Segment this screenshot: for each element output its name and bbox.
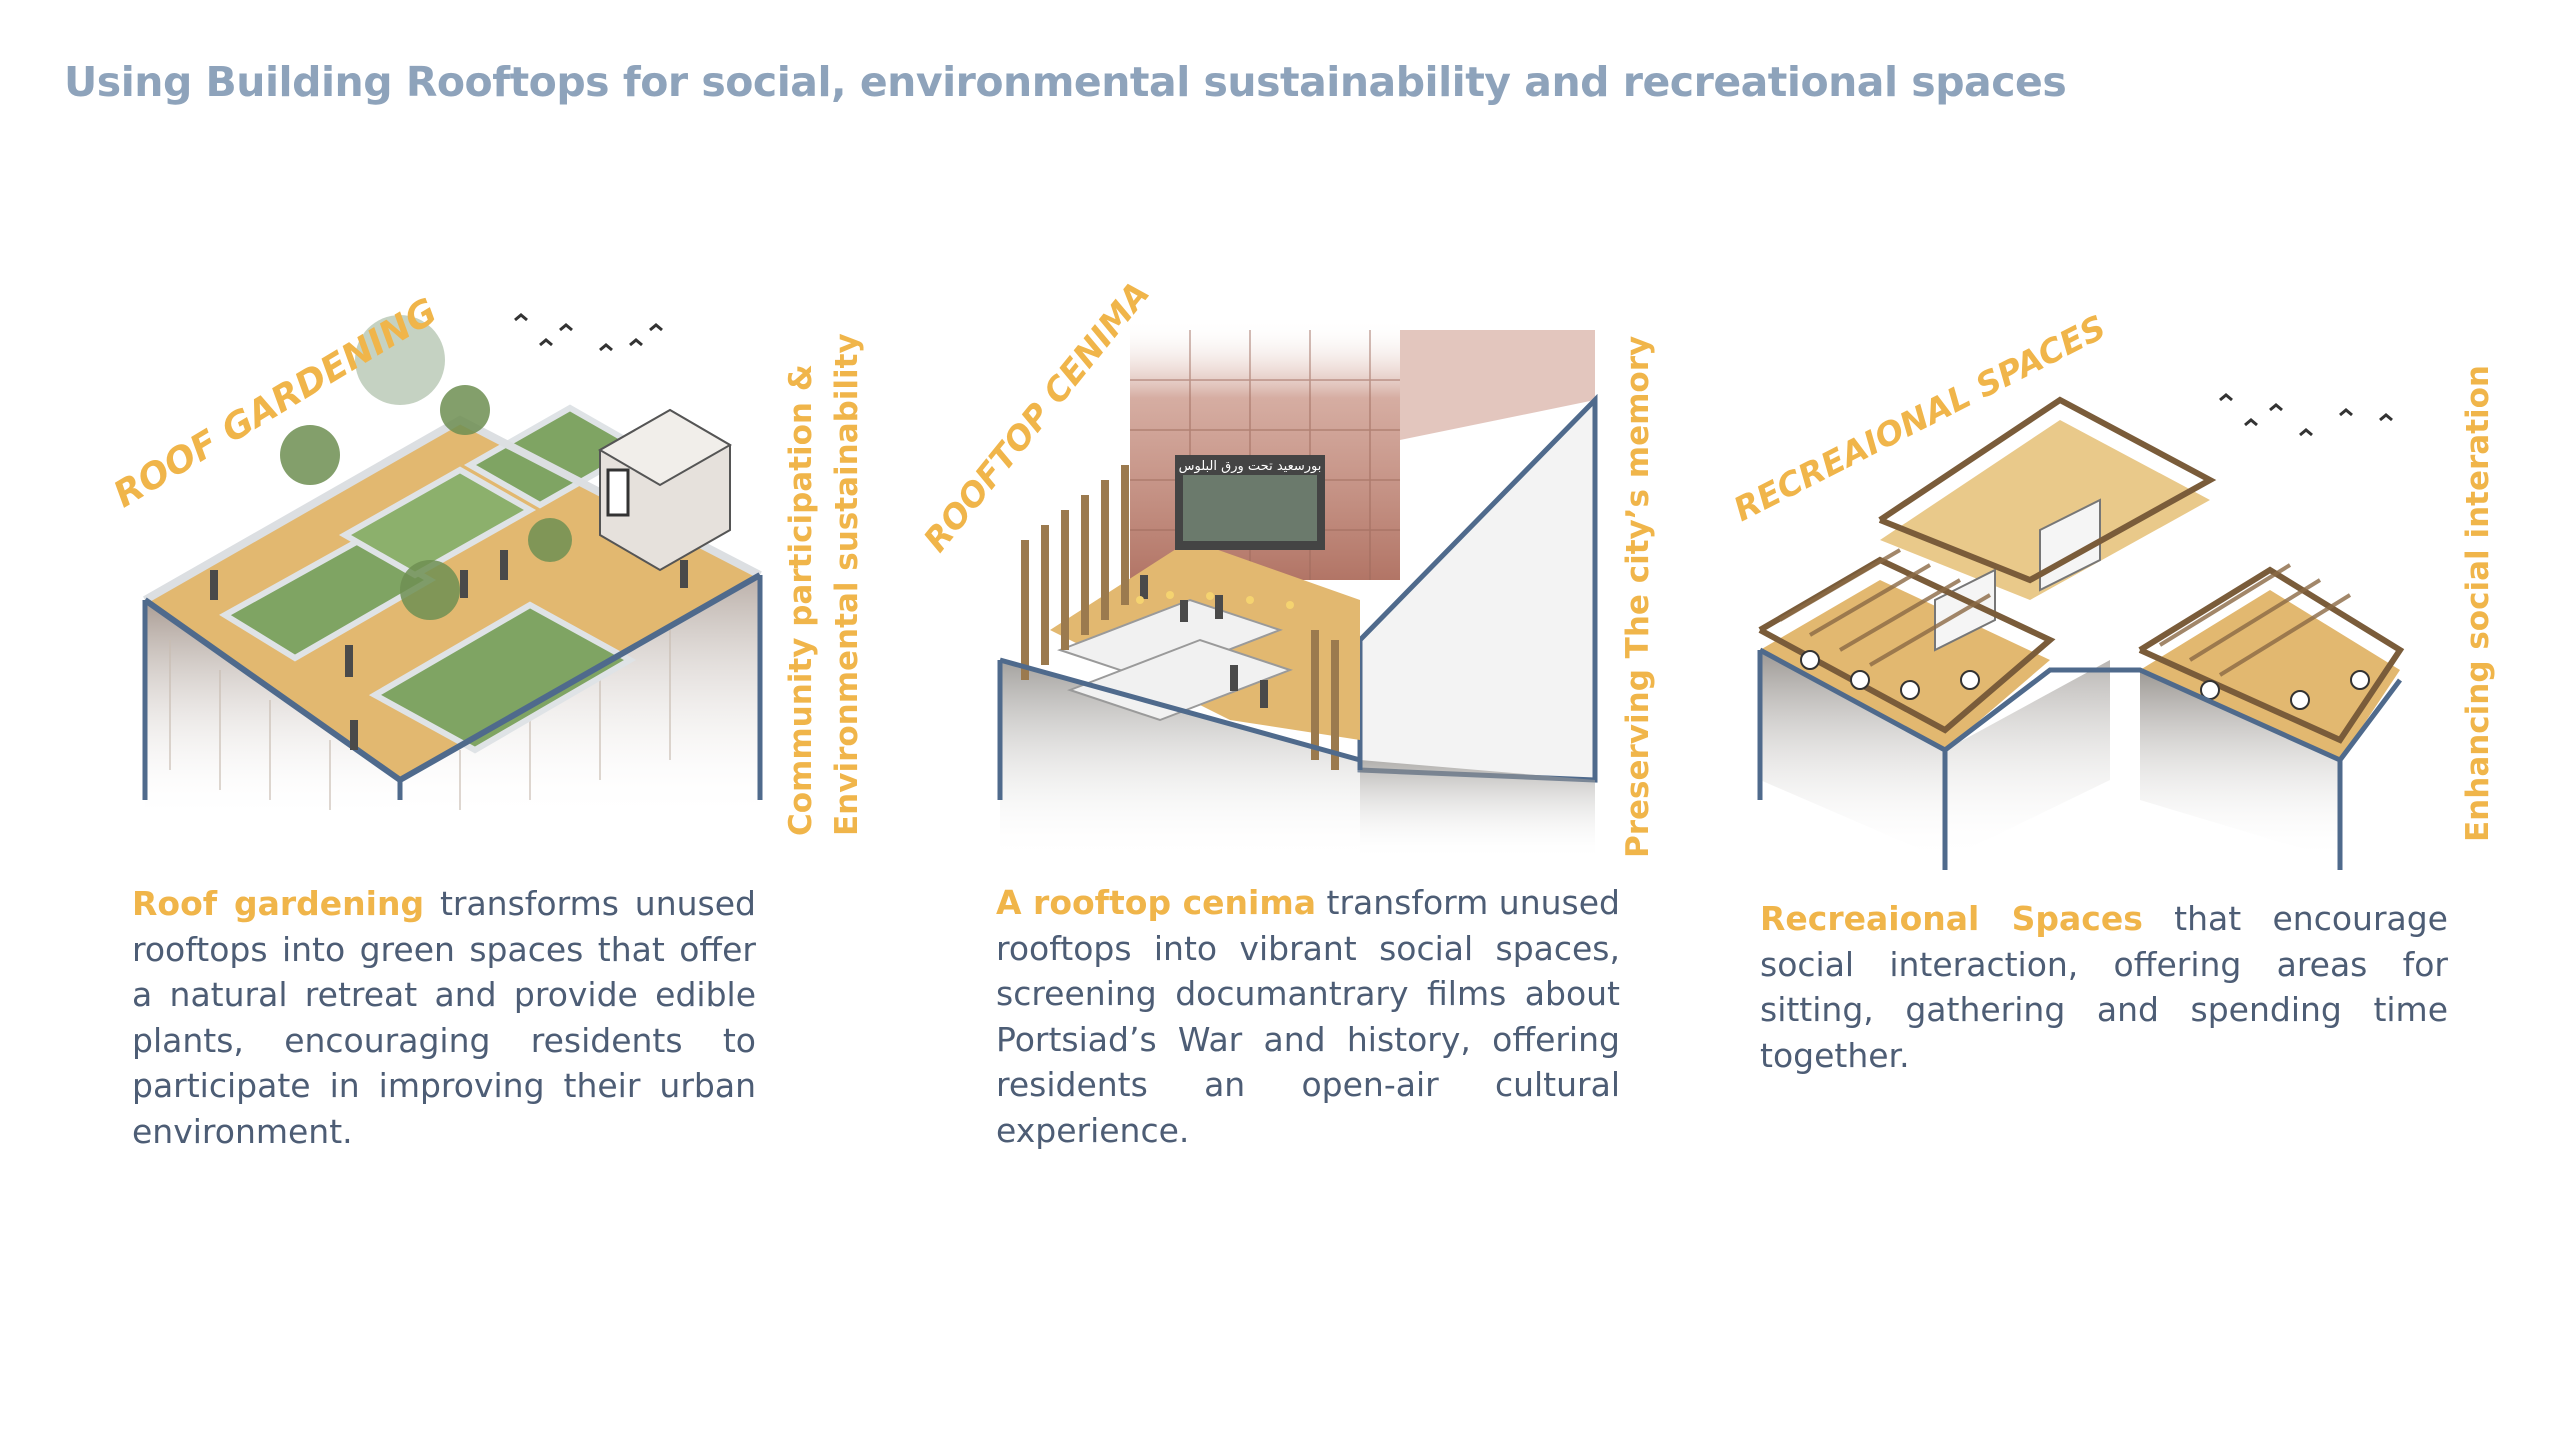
desc-body: that encourage social interaction, offer… [1760,899,2448,1075]
page-title: Using Building Rooftops for social, envi… [64,58,2067,106]
desc-lead: Roof gardening [132,884,425,923]
roof-gardening-description: Roof gardening transforms unused rooftop… [132,881,756,1154]
recreational-spaces-illustration [1757,393,2405,870]
side-label-line-2: Environmental sustainability [829,333,865,836]
desc-body: transform unused rooftops into vibrant s… [996,883,1620,1150]
desc-lead: Recreaional Spaces [1760,899,2143,938]
desc-body: transforms unused rooftops into green sp… [132,884,756,1151]
rooftop-cinema-description: A rooftop cenima transform unused roofto… [996,880,1620,1153]
roof-garden-illustration [142,313,763,820]
side-label-line-1: Preserving The city’s memory [1620,335,1656,858]
side-label-interaction: Enhancing social interation [2455,365,2501,842]
side-label-community: Community participation & Environmental … [778,333,870,836]
screen-caption: بورسعيد تحت ورق البلوس [1179,459,1322,474]
rooftop-cinema-illustration: بورسعيد تحت ورق البلوس [997,320,1598,860]
side-label-line-1: Community participation & [783,364,819,836]
recreational-spaces-description: Recreaional Spaces that encourage social… [1760,896,2448,1078]
side-label-line-1: Enhancing social interation [2460,364,2496,842]
desc-lead: A rooftop cenima [996,883,1317,922]
side-label-memory: Preserving The city’s memory [1615,336,1661,858]
